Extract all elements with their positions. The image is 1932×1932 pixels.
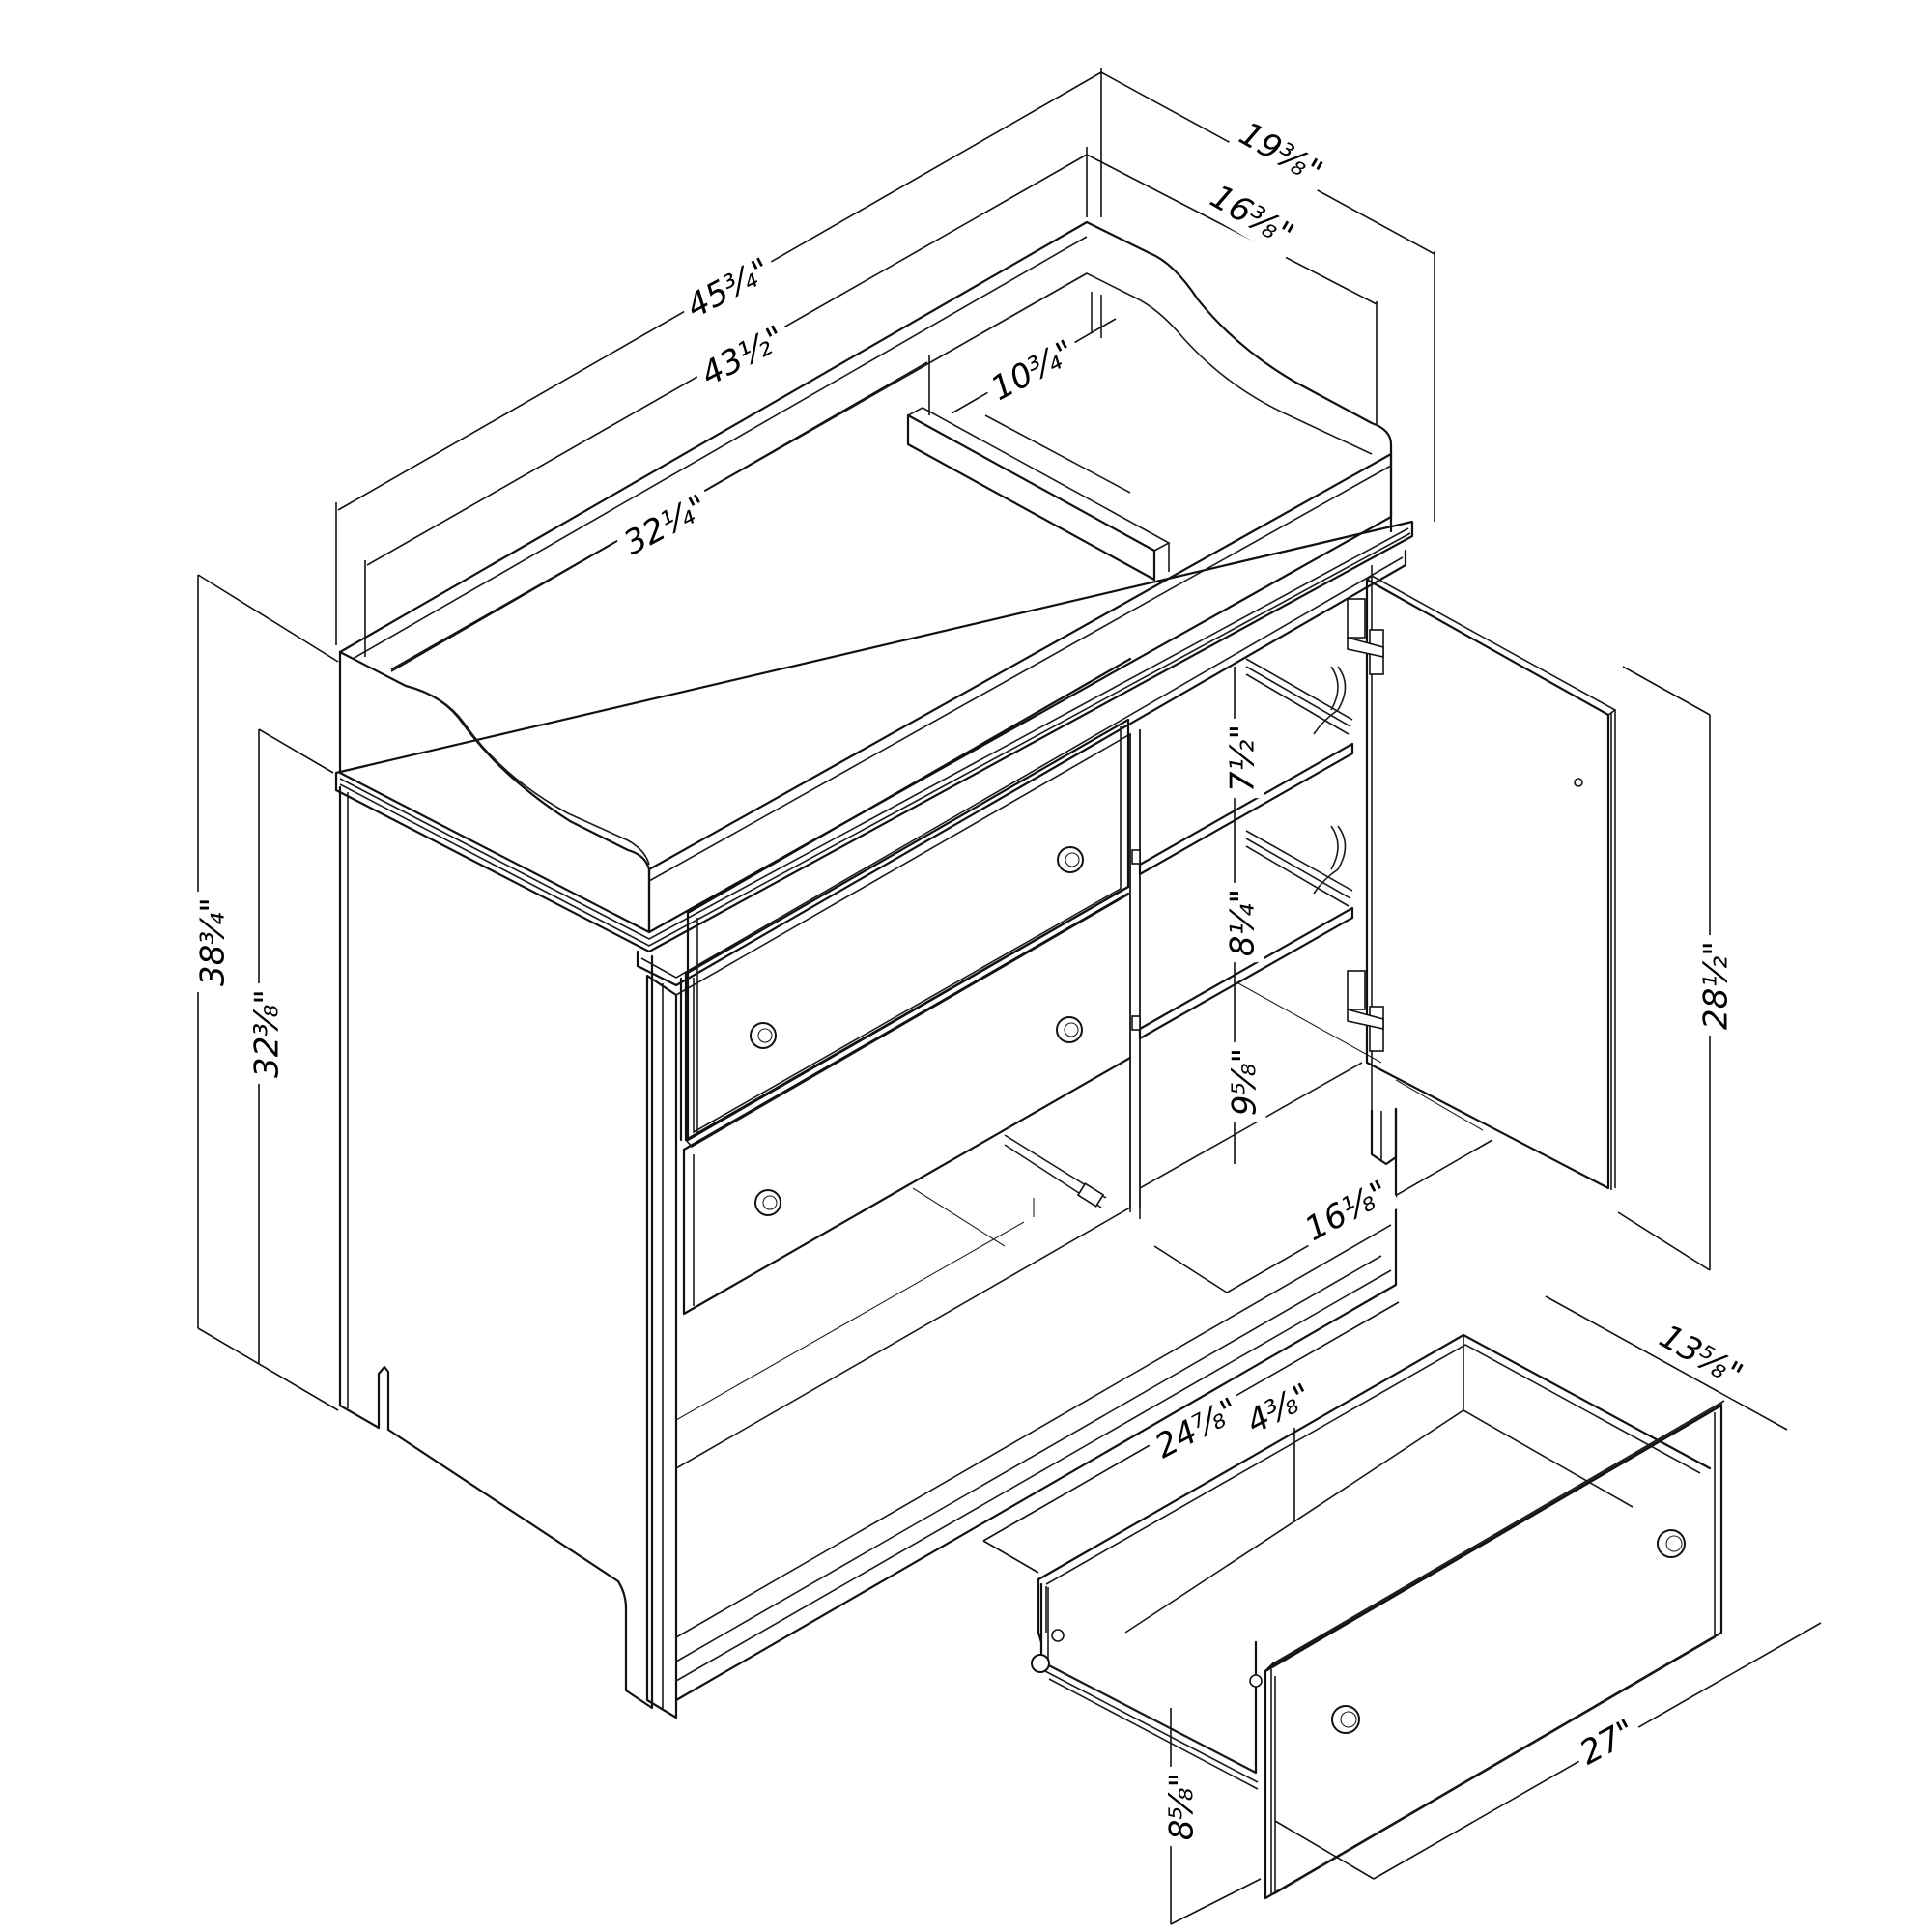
hinge-top-icon: [1347, 598, 1384, 675]
dimension-label-backing: [245, 983, 289, 1084]
drawer-2[interactable]: [679, 657, 1132, 1142]
detached-drawer-knob-right-icon[interactable]: [1657, 1529, 1686, 1558]
dimension-label-backing: [1226, 109, 1335, 197]
dimension-label-backing: [1567, 1707, 1648, 1777]
dimension-label-backing: [1293, 1168, 1402, 1254]
dimension-label-backing: [1221, 882, 1264, 963]
shelf-middle: [1138, 830, 1354, 1040]
dimension-label-backing: [1646, 1312, 1755, 1400]
cabinet-door[interactable]: [1347, 575, 1617, 1190]
top-molding: [334, 520, 1414, 987]
shelf-top: [1138, 658, 1354, 876]
dimension-label-backing: [1223, 1041, 1266, 1122]
shelf-pin-icon: [1131, 849, 1141, 865]
drawer-1-knob-icon[interactable]: [1057, 846, 1084, 873]
dimension-label-backing: [689, 313, 798, 399]
dim-overall-depth: 19⅜": [1233, 114, 1329, 192]
dimension-label-backing: [979, 327, 1088, 413]
dimension-label-backing: [1694, 935, 1738, 1036]
changing-table-body: [334, 220, 1617, 1719]
dim-changing-area-depth: 10¾": [984, 332, 1081, 408]
dim-overall-width: 45¾": [680, 250, 777, 326]
drawer-screw-icon: [1249, 1674, 1263, 1688]
changing-tray: [338, 220, 1393, 934]
front-corner-post: [645, 974, 678, 1719]
shelf-pin-icon: [1131, 1015, 1141, 1031]
front-frame: [674, 729, 1398, 1702]
dim-top-surface-height: 32⅜": [248, 989, 287, 1078]
dim-top-depth: 16⅜": [1204, 177, 1300, 255]
dim-cabinet-depth: 16⅛": [1298, 1173, 1395, 1248]
cabinet-interior: [1131, 565, 1382, 1219]
dimension-label-backing: [1143, 1385, 1252, 1471]
dimension-lines: [197, 68, 1822, 1925]
dimension-label-backing: [191, 892, 235, 992]
dimension-label-backing: [1221, 718, 1264, 799]
door-screw-icon: [1574, 778, 1583, 787]
drawer-2-knob-right-icon[interactable]: [1056, 1016, 1083, 1043]
dim-drawer-front-height: 8⅝": [1163, 1773, 1202, 1840]
detached-drawer-knob-left-icon[interactable]: [1331, 1705, 1360, 1734]
dimension-label-backing: [1197, 172, 1306, 260]
drawer-3[interactable]: [675, 892, 1132, 1421]
slide-wheel-icon: [1031, 1654, 1050, 1673]
dim-shelf-gap-bottom: 9⅝": [1226, 1048, 1264, 1116]
dim-overall-height: 38¾": [194, 897, 233, 986]
drawer-screw-icon: [1051, 1629, 1065, 1642]
drawer-2-knob-left-icon[interactable]: [750, 1022, 777, 1049]
dimension-label-backing: [1234, 1371, 1324, 1447]
detached-drawer: [1031, 1333, 1725, 1900]
hinge-bottom-icon: [1347, 970, 1384, 1052]
dimension-labels: 45¾" 43½" 32¼" 10¾" 19⅜" 16⅜" 38¾" 32⅜" …: [191, 109, 1755, 1847]
dimension-label-backing: [611, 482, 721, 568]
dimension-label-backing: [1160, 1766, 1204, 1847]
dim-shelf-gap-middle: 8¼": [1224, 889, 1263, 956]
dimension-label-backing: [674, 245, 783, 331]
dim-top-inner-width: 43½": [695, 318, 791, 393]
left-side-panel: [338, 785, 654, 1710]
drawer-3-knob-icon[interactable]: [754, 1189, 781, 1216]
right-leg: [1370, 1107, 1398, 1166]
drawer-slide-icon: [1076, 1182, 1105, 1208]
dim-shelf-gap-top: 7½": [1224, 724, 1263, 792]
dim-drawer-width: 13⅝": [1653, 1317, 1749, 1395]
detached-drawer-front[interactable]: [1264, 1400, 1725, 1900]
dim-cabinet-height: 28½": [1697, 941, 1736, 1030]
